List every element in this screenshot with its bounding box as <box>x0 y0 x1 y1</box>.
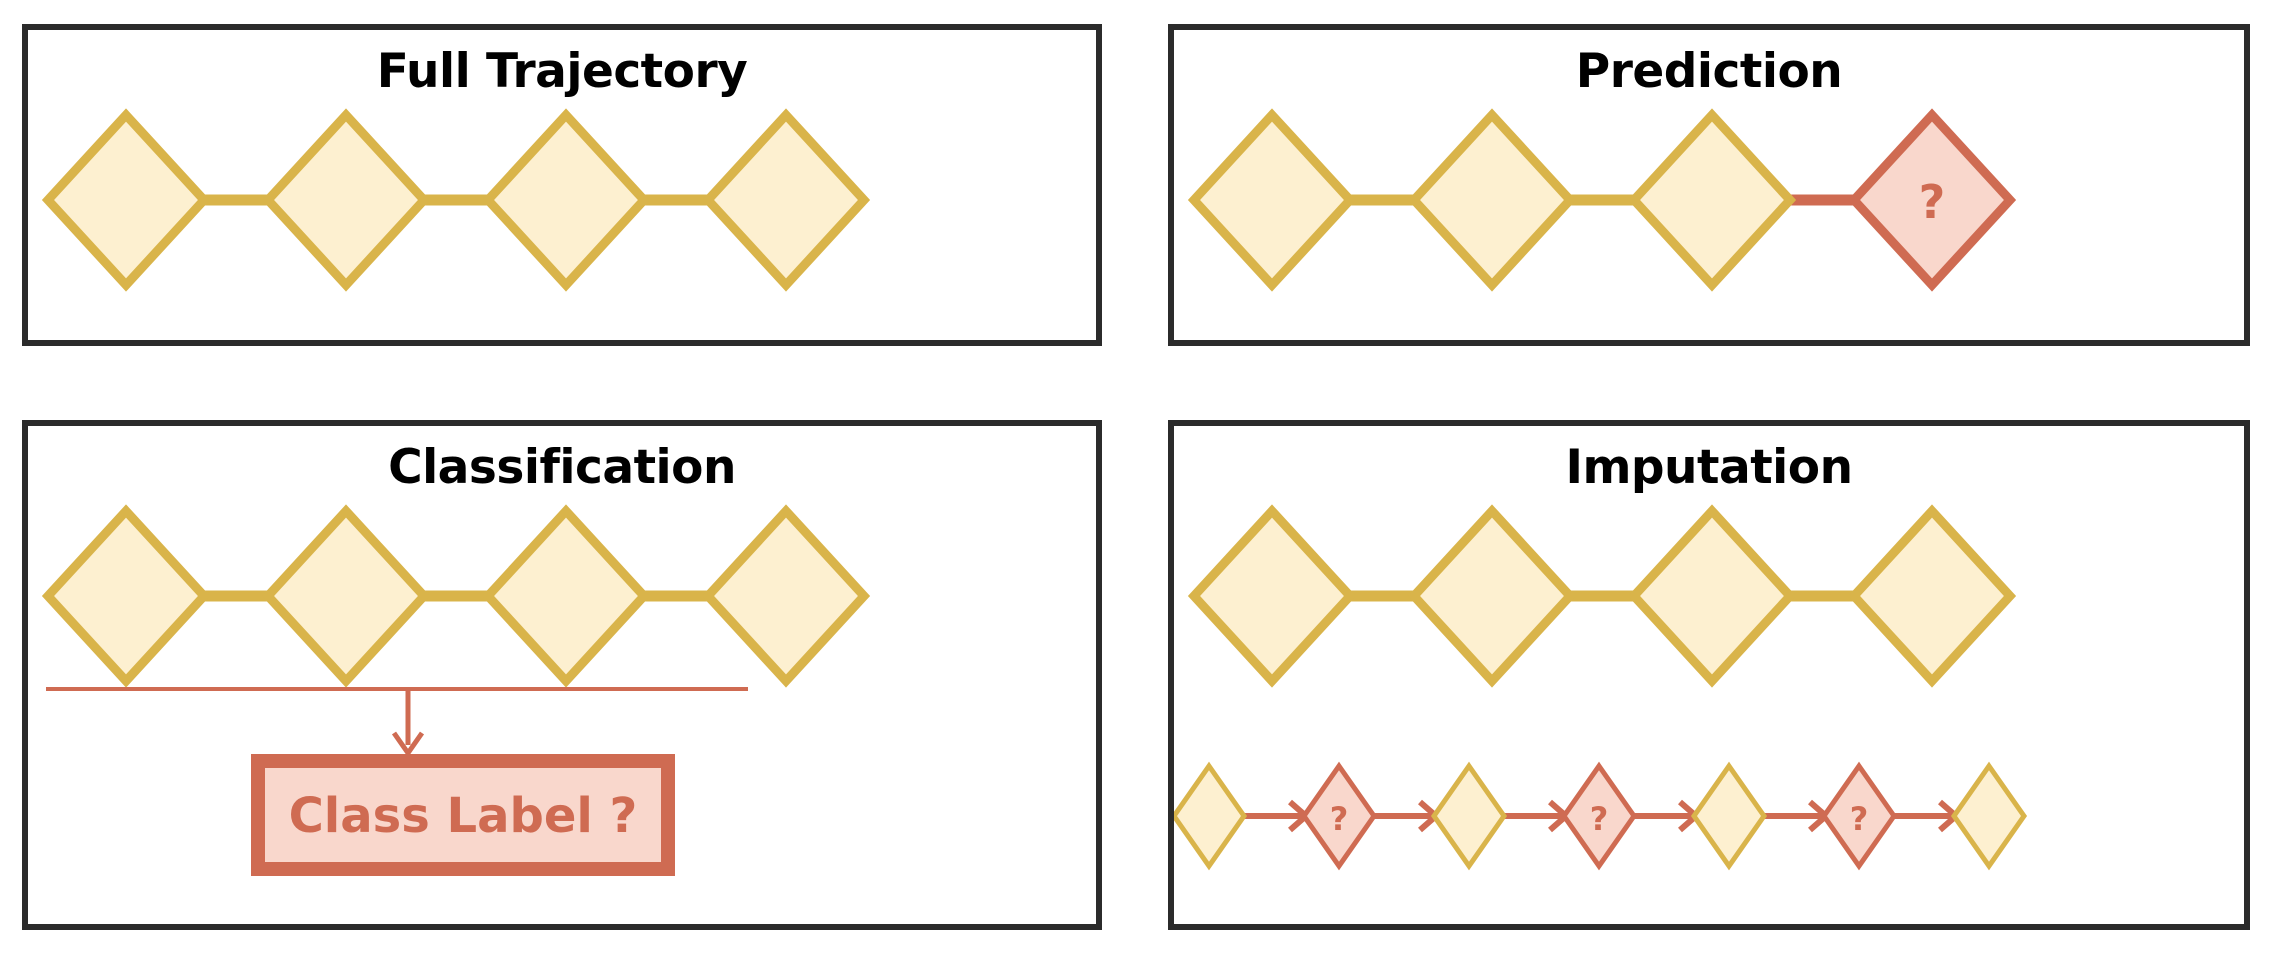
classification-readout: Class Label ? <box>46 687 748 876</box>
node-label-question: ? <box>1590 800 1609 838</box>
panel-title-full-trajectory: Full Trajectory <box>376 44 748 99</box>
node-diamond-observed <box>1407 504 1577 688</box>
panel-title-imputation: Imputation <box>1565 440 1853 495</box>
node-diamond-observed <box>1627 504 1797 688</box>
node-diamond-observed <box>701 108 871 292</box>
chain-imputation-imputed: ? ? ? <box>1174 761 2028 871</box>
node-diamond-observed <box>1690 761 1768 871</box>
class-label-box[interactable] <box>251 754 675 876</box>
node-diamond-observed <box>1174 761 1248 871</box>
node-diamond-observed <box>1430 761 1508 871</box>
node-diamond-observed <box>41 504 211 688</box>
chain-imputation-observed <box>1187 504 2017 688</box>
node-diamond-observed <box>1950 761 2028 871</box>
panel-classification: Classification Class Label ? <box>22 420 1102 930</box>
chain-classification <box>41 504 871 688</box>
node-diamond-observed <box>481 504 651 688</box>
node-diamond-observed <box>1847 504 2017 688</box>
chain-full-trajectory <box>41 108 871 292</box>
node-label-question: ? <box>1919 175 1946 229</box>
node-diamond-observed <box>261 108 431 292</box>
node-diamond-observed <box>261 504 431 688</box>
panel-imputation: Imputation <box>1168 420 2250 930</box>
node-diamond-missing <box>1820 761 1898 871</box>
panel-full-trajectory: Full Trajectory <box>22 24 1102 346</box>
node-diamond-observed <box>1187 504 1357 688</box>
node-diamond-observed <box>1407 108 1577 292</box>
chain-prediction: ? <box>1187 108 2017 292</box>
node-diamond-observed <box>701 504 871 688</box>
panel-title-prediction: Prediction <box>1575 44 1843 99</box>
node-diamond-observed <box>1187 108 1357 292</box>
node-diamond-missing <box>1300 761 1378 871</box>
node-diamond-observed <box>1627 108 1797 292</box>
class-label-text: Class Label ? <box>289 788 638 844</box>
node-diamond-observed <box>41 108 211 292</box>
node-diamond-missing <box>1847 108 2017 292</box>
node-label-question: ? <box>1850 800 1869 838</box>
node-diamond-observed <box>481 108 651 292</box>
arrow-group-missing <box>1244 799 1961 833</box>
node-label-question: ? <box>1330 800 1349 838</box>
node-diamond-missing <box>1560 761 1638 871</box>
panel-title-classification: Classification <box>388 440 736 495</box>
panel-prediction: Prediction ? <box>1168 24 2250 346</box>
readout-arrow-head <box>391 731 425 758</box>
